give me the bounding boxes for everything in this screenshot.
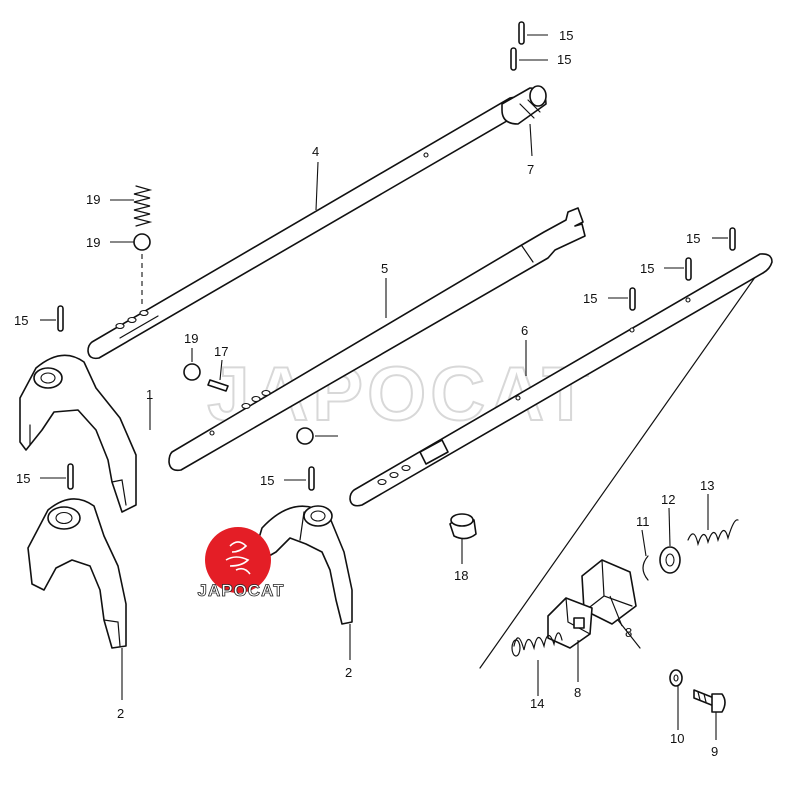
- spring-18: [133, 185, 153, 227]
- callout-17: 18: [454, 568, 468, 583]
- washer-10: [669, 669, 683, 687]
- spring-13: [687, 519, 739, 547]
- shift-shaft-5: [349, 253, 773, 507]
- callout-15-top-1: 15: [559, 28, 573, 43]
- shift-shaft-4: [168, 207, 586, 472]
- japocat-logo: JAPOCAT: [197, 527, 285, 600]
- callout-6: 7: [527, 162, 534, 177]
- bolt-9: [693, 689, 726, 713]
- callout-12: 12: [661, 492, 675, 507]
- callout-15-right-1: 15: [686, 231, 700, 246]
- plug-17: [449, 513, 477, 540]
- housing-7: [581, 559, 637, 625]
- callout-15-left-upper: 15: [14, 313, 28, 328]
- shift-fork-2-left: [27, 498, 127, 649]
- shift-fork-2-middle: [255, 505, 353, 625]
- callout-13: 13: [700, 478, 714, 493]
- callout-3: 4: [312, 144, 319, 159]
- pins-15: [57, 21, 736, 491]
- logo-emblem-icon: [225, 541, 251, 575]
- callout-15-right-2: 15: [640, 261, 654, 276]
- callout-15-left-lower: 15: [16, 471, 30, 486]
- callout-18: 19: [86, 192, 100, 207]
- callout-16: 17: [214, 344, 228, 359]
- callout-7: 8: [625, 625, 632, 640]
- plunger-8: [547, 597, 593, 649]
- callout-8: 8: [574, 685, 581, 700]
- callout-9: 9: [711, 744, 718, 759]
- clip-11: [642, 555, 649, 581]
- leader-lines: [40, 34, 728, 740]
- callout-15-right-3: 15: [583, 291, 597, 306]
- logo-text: JAPOCAT: [198, 581, 285, 600]
- callout-2-left: 2: [117, 706, 124, 721]
- shift-shaft-3: [87, 96, 523, 360]
- callout-11: 11: [636, 514, 650, 529]
- callout-19-upper: 19: [86, 235, 100, 250]
- callout-5: 6: [521, 323, 528, 338]
- balls-19: [133, 233, 314, 445]
- logo-red-circle: [205, 527, 271, 593]
- callout-10: 10: [670, 731, 684, 746]
- pin-16: [207, 379, 229, 392]
- callout-4: 5: [381, 261, 388, 276]
- callout-14: 14: [530, 696, 544, 711]
- callout-2-middle: 2: [345, 665, 352, 680]
- callout-1: 1: [146, 387, 153, 402]
- callout-15-top-2: 15: [557, 52, 571, 67]
- shift-fork-1: [19, 354, 137, 513]
- washer-12: [659, 546, 681, 574]
- callout-19-middle: 19: [184, 331, 198, 346]
- spring-14: [511, 632, 563, 657]
- callout-15-middle: 15: [260, 473, 274, 488]
- callout-labels: 15 15 7 4 19 19 15 5 15 15 15 6 19 17 1 …: [14, 28, 718, 759]
- collar-6: [501, 85, 547, 125]
